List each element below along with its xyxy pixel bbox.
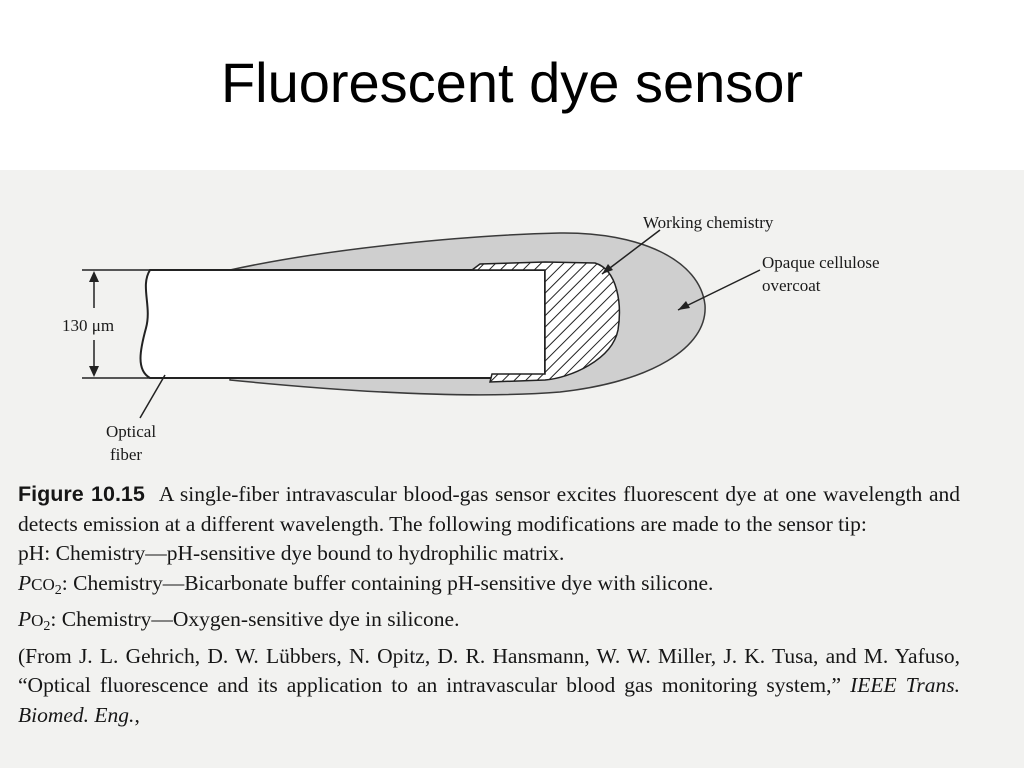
overcoat-arrowhead (678, 301, 690, 310)
po2-text: : Chemistry—Oxygen-sensitive dye in sili… (50, 607, 460, 631)
overcoat-label-line2: overcoat (762, 276, 821, 295)
pco2-p: P (18, 570, 32, 595)
sensor-diagram: Working chemistry Opaque cellulose overc… (62, 213, 880, 464)
po2-subscript: 2 (43, 619, 51, 634)
working-chemistry (469, 261, 621, 383)
pco2-text: : Chemistry—Bicarbonate buffer containin… (61, 570, 714, 595)
optical-fiber-label-line2: fiber (110, 445, 142, 464)
optical-fiber-label-line1: Optical (106, 422, 156, 441)
caption-citation: (From J. L. Gehrich, D. W. Lübbers, N. O… (18, 642, 960, 731)
citation-text: (From J. L. Gehrich, D. W. Lübbers, N. O… (18, 643, 960, 698)
po2-o: O (31, 611, 44, 630)
working-chemistry-label: Working chemistry (643, 213, 774, 232)
citation-journal: IEEE Trans. Biomed. Eng. (18, 673, 960, 727)
caption-po2-line: PO2: Chemistry—Oxygen-sensitive dye in s… (18, 605, 960, 642)
caption-intro-text: A single-fiber intravascular blood-gas s… (18, 482, 960, 536)
optical-fiber (139, 269, 546, 379)
overcoat-label-line1: Opaque cellulose (762, 253, 880, 272)
caption-ph-line: pH: Chemistry—pH-sensitive dye bound to … (18, 541, 565, 565)
overcoat-leader (677, 269, 761, 311)
dimension-arrow-up (89, 271, 99, 282)
fiber-leader (139, 374, 166, 419)
caption-pco2-line: PCO2: Chemistry—Bicarbonate buffer conta… (18, 569, 960, 606)
dimension-arrow-down (89, 366, 99, 377)
po2-p: P (18, 607, 32, 631)
working-chemistry-leader (601, 229, 661, 275)
pco2-subscript: 2 (54, 582, 62, 598)
slide-title: Fluorescent dye sensor (220, 51, 804, 114)
citation-end: , (134, 702, 140, 727)
pco2-co: CO (31, 574, 55, 594)
figure-number: Figure 10.15 (18, 482, 145, 506)
working-chemistry-arrowhead (602, 264, 613, 274)
dimension-label: 130 μm (62, 316, 114, 335)
